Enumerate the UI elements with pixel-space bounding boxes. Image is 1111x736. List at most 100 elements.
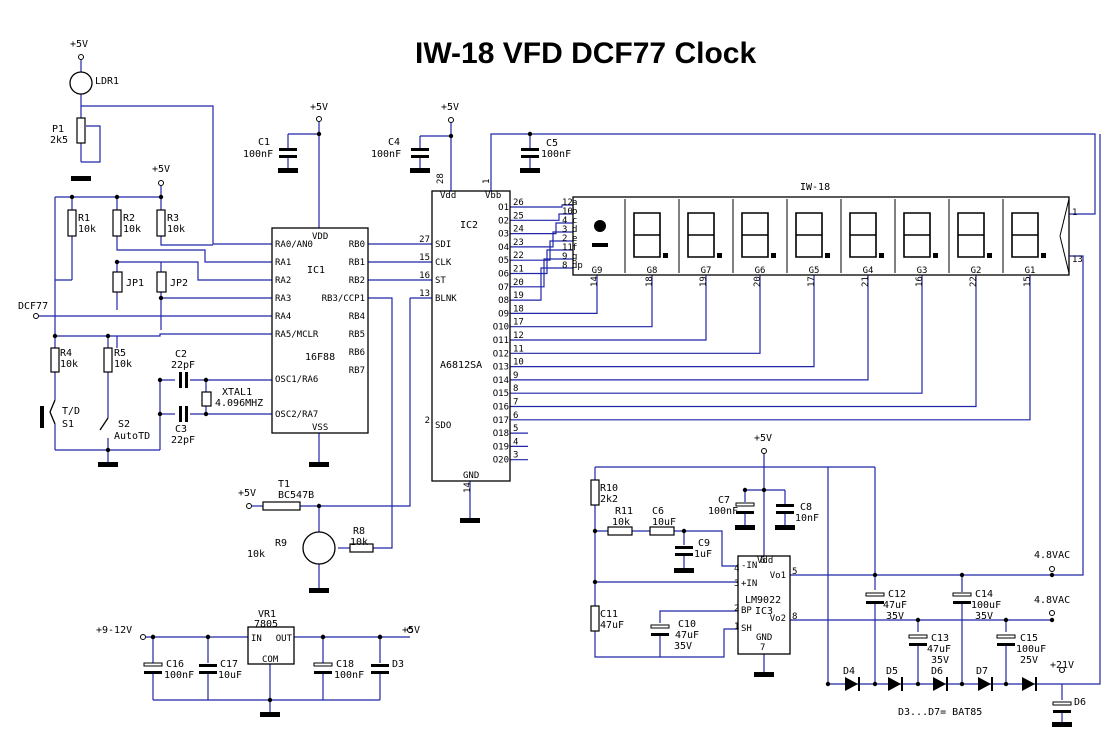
electrolytic-capacitor (953, 601, 971, 604)
c13-ref: C15 (1020, 633, 1038, 644)
ic2-vdd: Vdd (440, 191, 456, 201)
ic1-pin-label: RA5/MCLR (275, 330, 319, 340)
c7-value: 10nF (795, 513, 819, 524)
jumper-jp2 (156, 271, 167, 293)
junction-dot (105, 447, 111, 453)
vfd-filament (1059, 198, 1070, 237)
junction-dot (205, 634, 211, 640)
pin-number: 16 (419, 271, 430, 281)
t1-value: 10k (247, 549, 265, 560)
ground-symbol (735, 525, 755, 530)
diode-ref: D4 (843, 666, 855, 677)
junction-dot (267, 697, 273, 703)
wire (659, 610, 738, 623)
wire (528, 213, 573, 221)
diode (1022, 677, 1035, 691)
c9-ref: C10 (678, 619, 696, 630)
ic3-pin-label: -IN (741, 561, 757, 571)
vfd-grid-label: G6 (755, 266, 766, 276)
ic1-part: 16F88 (305, 352, 335, 363)
jp1-ref: JP1 (126, 278, 144, 289)
electrolytic-capacitor (314, 671, 332, 674)
pin-number: 10 (513, 358, 524, 368)
r-ref: R2 (123, 213, 135, 224)
c5-value: 100nF (541, 149, 571, 160)
ic2-output-label: O16 (493, 403, 509, 413)
resistor (156, 209, 166, 237)
c15-value: 100nF (164, 670, 194, 681)
junction-dot (157, 411, 163, 417)
junction-dot (203, 411, 209, 417)
c16-ref: C17 (220, 659, 238, 670)
jp2-ref: JP2 (170, 278, 188, 289)
supply-label: +5V (310, 102, 328, 113)
pin-number: 27 (419, 235, 430, 245)
r4-ref: R4 (60, 348, 72, 359)
c12-value: 100uF (971, 600, 1001, 611)
ic2-output-label: O10 (493, 323, 509, 333)
electrolytic-capacitor (651, 633, 669, 636)
supply-label: +5V (238, 488, 256, 499)
s1-label: T/D (62, 406, 80, 417)
wire (117, 333, 272, 337)
c13-voltage: 25V (1020, 655, 1038, 666)
junction-dot (316, 131, 322, 137)
supply-label: +5V (152, 164, 170, 175)
vr1-part: 7805 (254, 619, 278, 630)
ic1-pin-label: RA1 (275, 258, 291, 268)
ic2-output-label: O20 (493, 456, 509, 466)
ground-symbol (775, 525, 795, 530)
ground-symbol (260, 712, 280, 717)
pin-number: 14 (463, 482, 473, 493)
r6-ref: T1 (278, 479, 290, 490)
c12-voltage: 35V (975, 611, 993, 622)
junction-dot (158, 194, 164, 200)
vfd-segment-label: f (572, 243, 577, 253)
resistor (50, 347, 60, 373)
electrolytic-capacitor (736, 511, 754, 514)
c15-ref: C16 (166, 659, 184, 670)
r7-value: 10k (350, 537, 368, 548)
ic3-body (737, 555, 791, 655)
wire (594, 505, 608, 532)
supply-label: +5V (754, 433, 772, 444)
ground-symbol (278, 168, 298, 173)
diode (1035, 677, 1037, 691)
r-ref: R1 (78, 213, 90, 224)
vfd-grid-label: G7 (701, 266, 712, 276)
junction-dot (527, 131, 533, 137)
capacitor (179, 372, 182, 388)
vr1-body (247, 626, 295, 665)
capacitor (371, 664, 389, 667)
junction-dot (52, 333, 58, 339)
c3-ref: C3 (175, 424, 187, 435)
electrolytic-capacitor (997, 643, 1015, 646)
wire (528, 275, 869, 381)
pin-number: 14 (590, 276, 600, 287)
pin-number: 15 (419, 253, 430, 263)
ground-symbol (1052, 722, 1072, 727)
junction-dot (69, 194, 75, 200)
wire (81, 105, 272, 245)
ic1-pin-label: RB7 (349, 366, 365, 376)
vfd-decimal-point (933, 253, 938, 258)
vfd-digit (741, 212, 769, 258)
c17-ref: C18 (336, 659, 354, 670)
jumper-jp1 (112, 271, 123, 293)
diodes-note: D3...D7= BAT85 (898, 707, 982, 718)
ic2-output-label: O15 (493, 389, 509, 399)
vfd-grid-label: G5 (809, 266, 820, 276)
ic3-pin-label: Vo2 (770, 614, 786, 624)
wire (528, 275, 761, 354)
vac2-label: 4.8VAC (1034, 595, 1070, 606)
s2-label: AutoTD (114, 431, 150, 442)
wire (117, 261, 272, 281)
junction-dot (150, 634, 156, 640)
ic2-vbb: Vbb (485, 191, 501, 201)
ground-symbol (520, 168, 540, 173)
diode (946, 677, 948, 691)
vfd-segment-label: e (572, 234, 577, 244)
pin-number: 21 (513, 265, 524, 275)
pin-number: 17 (513, 318, 524, 328)
wire (528, 275, 598, 314)
